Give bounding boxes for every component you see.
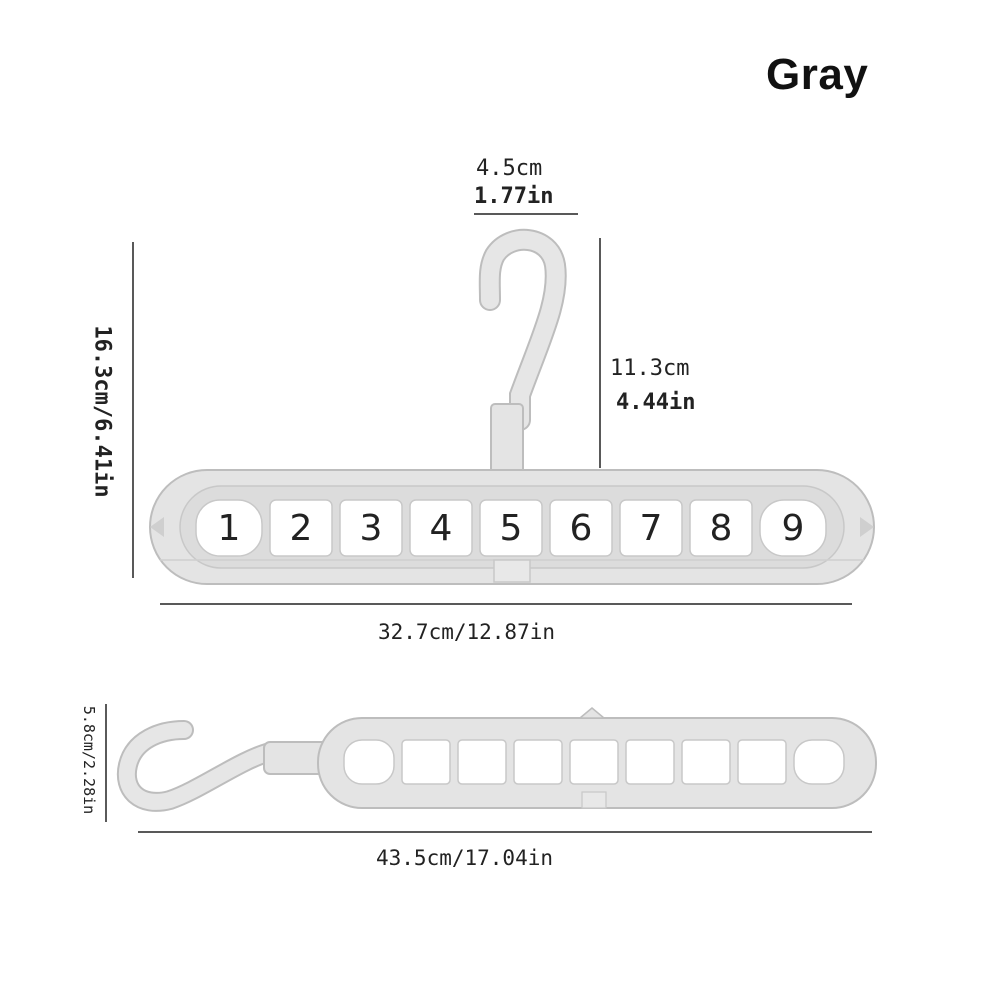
slot-number: 9 <box>781 508 805 549</box>
hook-width-cm: 4.5cm <box>476 156 543 181</box>
slot-number: 2 <box>289 508 313 549</box>
slot-number: 5 <box>499 508 523 549</box>
hook-width-in: 1.77in <box>474 184 554 209</box>
color-title: Gray <box>766 50 869 99</box>
hook-height-in: 4.44in <box>616 390 696 415</box>
slot-number: 3 <box>359 508 383 549</box>
slot-number: 4 <box>429 508 453 549</box>
hook-height-cm: 11.3cm <box>610 356 690 381</box>
total-height-label: 16.3cm/6.41in <box>89 325 115 498</box>
side-slots <box>343 739 845 785</box>
front-slots <box>195 499 827 557</box>
top-width-label: 32.7cm/12.87in <box>378 620 556 644</box>
side-height-label: 5.8cm/2.28in <box>80 705 98 815</box>
bottom-width-label: 43.5cm/17.04in <box>376 846 554 870</box>
slot-number: 6 <box>569 508 593 549</box>
slot-number: 8 <box>709 508 733 549</box>
slot-number: 7 <box>639 508 663 549</box>
slot-number: 1 <box>217 508 241 549</box>
